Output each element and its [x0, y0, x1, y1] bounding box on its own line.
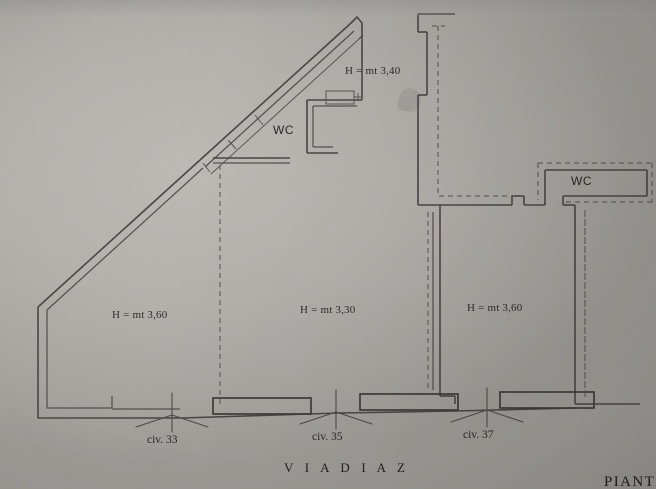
entrance-symbol-33 [135, 392, 209, 433]
entrance-label-37: civ. 37 [463, 429, 494, 441]
shopfront-windows [212, 391, 595, 415]
paper-smudges [397, 88, 421, 112]
wc-label-right: WC [571, 174, 592, 188]
corner-caption-fragment: PIANT [604, 474, 655, 489]
street-facade-wall [112, 407, 576, 419]
party-wall-center-right [427, 205, 456, 404]
building-outline-walls [37, 159, 204, 419]
room-height-label-left: H = mt 3,60 [112, 309, 168, 321]
upper-central-chamber-walls [213, 23, 363, 164]
diagonal-stair-wall [199, 15, 364, 175]
room-height-label-center: H = mt 3,30 [300, 304, 356, 316]
wc-right-walls [537, 162, 653, 206]
entrance-symbol-37 [450, 387, 524, 428]
street-name-label: V I A D I A Z [284, 460, 409, 475]
entrance-symbol-35 [299, 389, 373, 430]
interior-dashed-divisions [219, 165, 586, 406]
wc-label-left: WC [273, 123, 294, 137]
room-height-label-right: H = mt 3,60 [467, 302, 523, 314]
entrance-label-33: civ. 33 [147, 434, 178, 446]
plumbing-fixture-icon [325, 90, 361, 105]
rear-space-walls [417, 13, 545, 206]
room-height-label-rear: H = mt 3,40 [345, 65, 401, 77]
entrance-label-35: civ. 35 [312, 431, 343, 443]
